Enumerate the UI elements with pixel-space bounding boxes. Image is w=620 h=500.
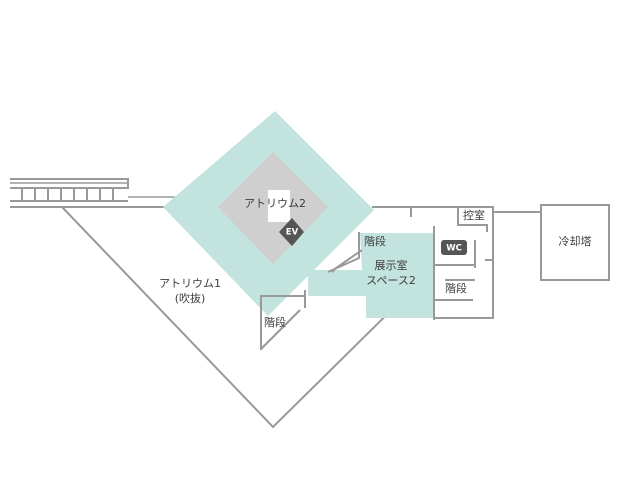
exhibition-label-line2: スペース2 — [366, 274, 416, 287]
stairs-lower — [260, 290, 306, 350]
elevator-label: EV — [286, 228, 299, 238]
atrium1-area — [61, 206, 435, 429]
atrium2-area — [163, 111, 374, 316]
stairs-upper-label: 階段 — [364, 234, 386, 248]
elevator-icon: EV — [279, 218, 304, 246]
exhibition-label-line1: 展示室 — [375, 258, 408, 272]
east-walls — [372, 206, 541, 320]
restroom-icon: WC — [441, 240, 467, 255]
atrium2-label: アトリウム2 — [244, 197, 306, 210]
atrium1-label: アトリウム1 — [159, 277, 221, 290]
cooling-tower — [540, 204, 610, 281]
walkway — [10, 178, 175, 208]
wc-label: WC — [446, 244, 462, 254]
stairs-right-label: 階段 — [445, 281, 467, 295]
stairs-lower-label: 階段 — [264, 315, 286, 329]
exhibition-space-2 — [308, 232, 433, 318]
waiting-room-label: 控室 — [463, 208, 485, 222]
atrium1-sublabel: (吹抜) — [175, 291, 206, 305]
cooling-tower-label: 冷却塔 — [559, 235, 592, 248]
